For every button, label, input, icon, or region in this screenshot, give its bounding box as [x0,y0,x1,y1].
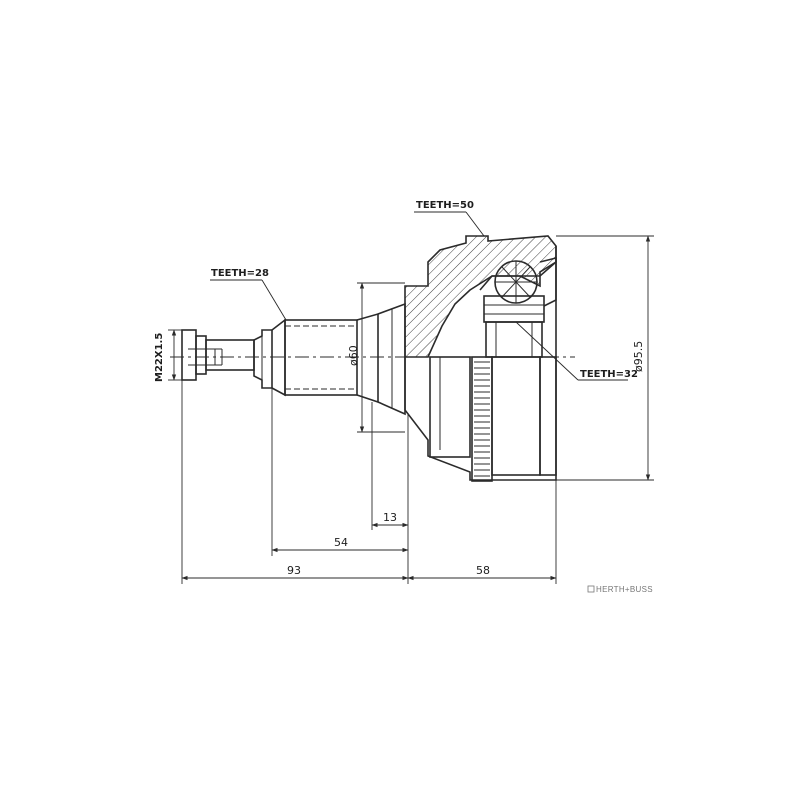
label-teeth-32: TEETH=32 [580,369,638,380]
brand-logo: HERTH+BUSS [587,585,653,594]
ball-and-cage [494,256,557,307]
label-teeth-50: TEETH=50 [416,200,474,211]
inner-race [479,261,557,358]
dim-diameter-95 [556,235,654,481]
leader-teeth-32 [515,321,628,381]
leader-teeth-28 [210,279,287,321]
label-diameter-60: ø60 [347,345,360,366]
dim-thread [168,329,182,381]
bell-housing [404,235,557,482]
label-diameter-95: ø95.5 [632,341,645,372]
label-dim-93: 93 [287,564,301,577]
label-teeth-28: TEETH=28 [211,268,269,279]
spline-shaft [284,302,406,416]
label-dim-13: 13 [383,511,397,524]
leader-teeth-50 [414,211,485,237]
label-thread: M22X1.5 [154,333,165,382]
label-dim-54: 54 [334,536,348,549]
label-dim-58: 58 [476,564,490,577]
shaft-neck [253,318,286,397]
brand-name: HERTH+BUSS [596,585,653,594]
threaded-end [181,329,255,381]
abs-tone-ring [471,356,493,482]
dim-diameter-60 [357,282,405,433]
